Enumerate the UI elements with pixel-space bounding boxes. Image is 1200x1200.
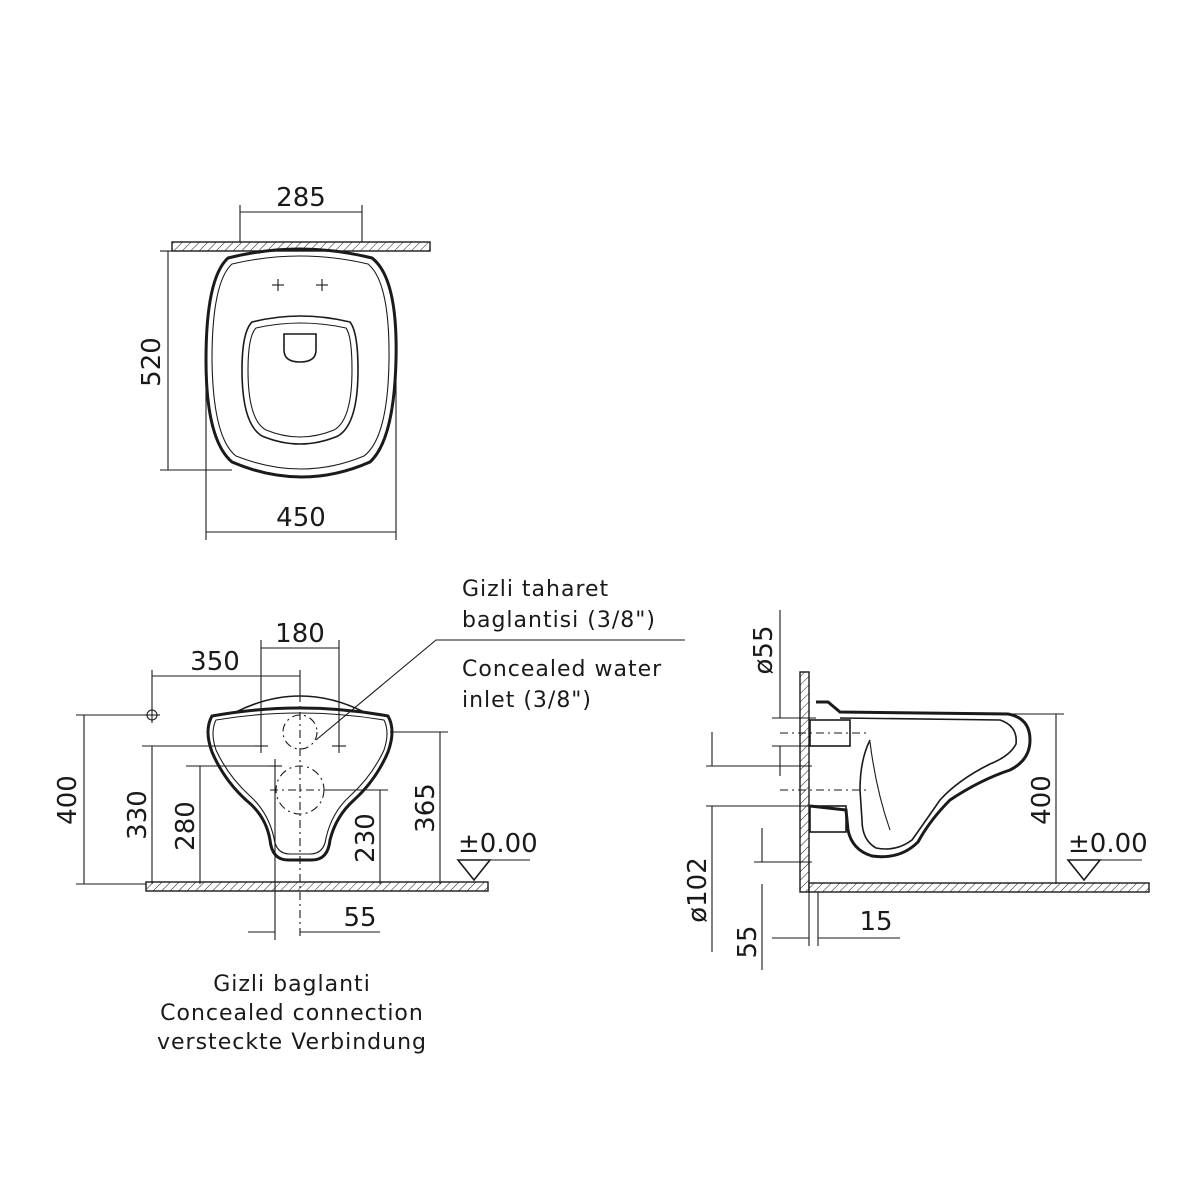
top-view-dim-height: 520: [137, 337, 167, 387]
front-view-callout-leader: [315, 639, 685, 741]
front-view-dim-400: 400: [53, 775, 83, 825]
front-view-dim-230: 230: [351, 813, 381, 863]
side-view-dim-d102: ø102: [683, 857, 713, 923]
side-view-dim-55: 55: [733, 925, 763, 958]
front-view: 350 180 400 330 280 230 365 ±0.00: [53, 577, 685, 1055]
front-view-dim-280: 280: [171, 801, 201, 851]
top-view-bowl-opening: [241, 315, 359, 445]
front-view-caption-tr: Gizli baglanti: [213, 972, 371, 997]
top-view-bowl-outline: [204, 247, 398, 479]
top-view-dim-width-top: 285: [276, 183, 326, 213]
side-view-dim-15: 15: [859, 907, 892, 937]
front-view-floor: [145, 881, 489, 892]
side-view-bowl-inner: [839, 717, 1017, 850]
side-view-dim-400: 400: [1027, 775, 1057, 825]
top-view-bowl-outline-inner: [211, 255, 390, 470]
top-view-outlet: [283, 333, 317, 363]
front-view-fixing-holes: [254, 739, 346, 773]
front-view-callout-tr-line2: baglantisi (3/8"): [462, 608, 656, 633]
front-view-caption-de: versteckte Verbindung: [157, 1030, 427, 1055]
front-view-callout-en-line2: inlet (3/8"): [462, 688, 592, 713]
side-view-level-marker: [1066, 859, 1102, 882]
top-view-wall: [171, 241, 431, 252]
front-view-bowl-outline-inner: [212, 712, 388, 855]
side-view-outlet-connector: [809, 805, 847, 833]
front-view-dim-365: 365: [411, 783, 441, 833]
top-view-bowl-opening-inner: [247, 322, 353, 438]
side-view-dim-d55: ø55: [749, 626, 779, 675]
side-view-wall: [799, 671, 810, 893]
side-view-bowl-outline: [809, 700, 1032, 859]
top-view-dim-width-bottom: 450: [276, 503, 326, 533]
front-view-dim-330: 330: [123, 790, 153, 840]
front-view-dim-55: 55: [343, 903, 376, 933]
top-view-fixing-holes: [272, 279, 328, 291]
front-view-callout-tr-line1: Gizli taharet: [462, 577, 609, 602]
front-view-level: ±0.00: [458, 829, 538, 859]
front-view-callout-en-line1: Concealed water: [462, 657, 662, 682]
side-view-level: ±0.00: [1068, 829, 1148, 859]
top-view: 285 520 450: [137, 183, 431, 540]
front-view-bowl-outline: [206, 706, 394, 862]
side-view-trapway: [869, 741, 891, 831]
front-view-dim-350: 350: [190, 647, 240, 677]
side-view-floor: [808, 882, 1150, 893]
side-view: ø55 ø102 55 15 400 ±0.00: [683, 610, 1150, 970]
front-view-dim-180: 180: [275, 619, 325, 649]
front-view-caption-en: Concealed connection: [160, 1001, 424, 1026]
front-view-level-marker: [456, 859, 492, 882]
